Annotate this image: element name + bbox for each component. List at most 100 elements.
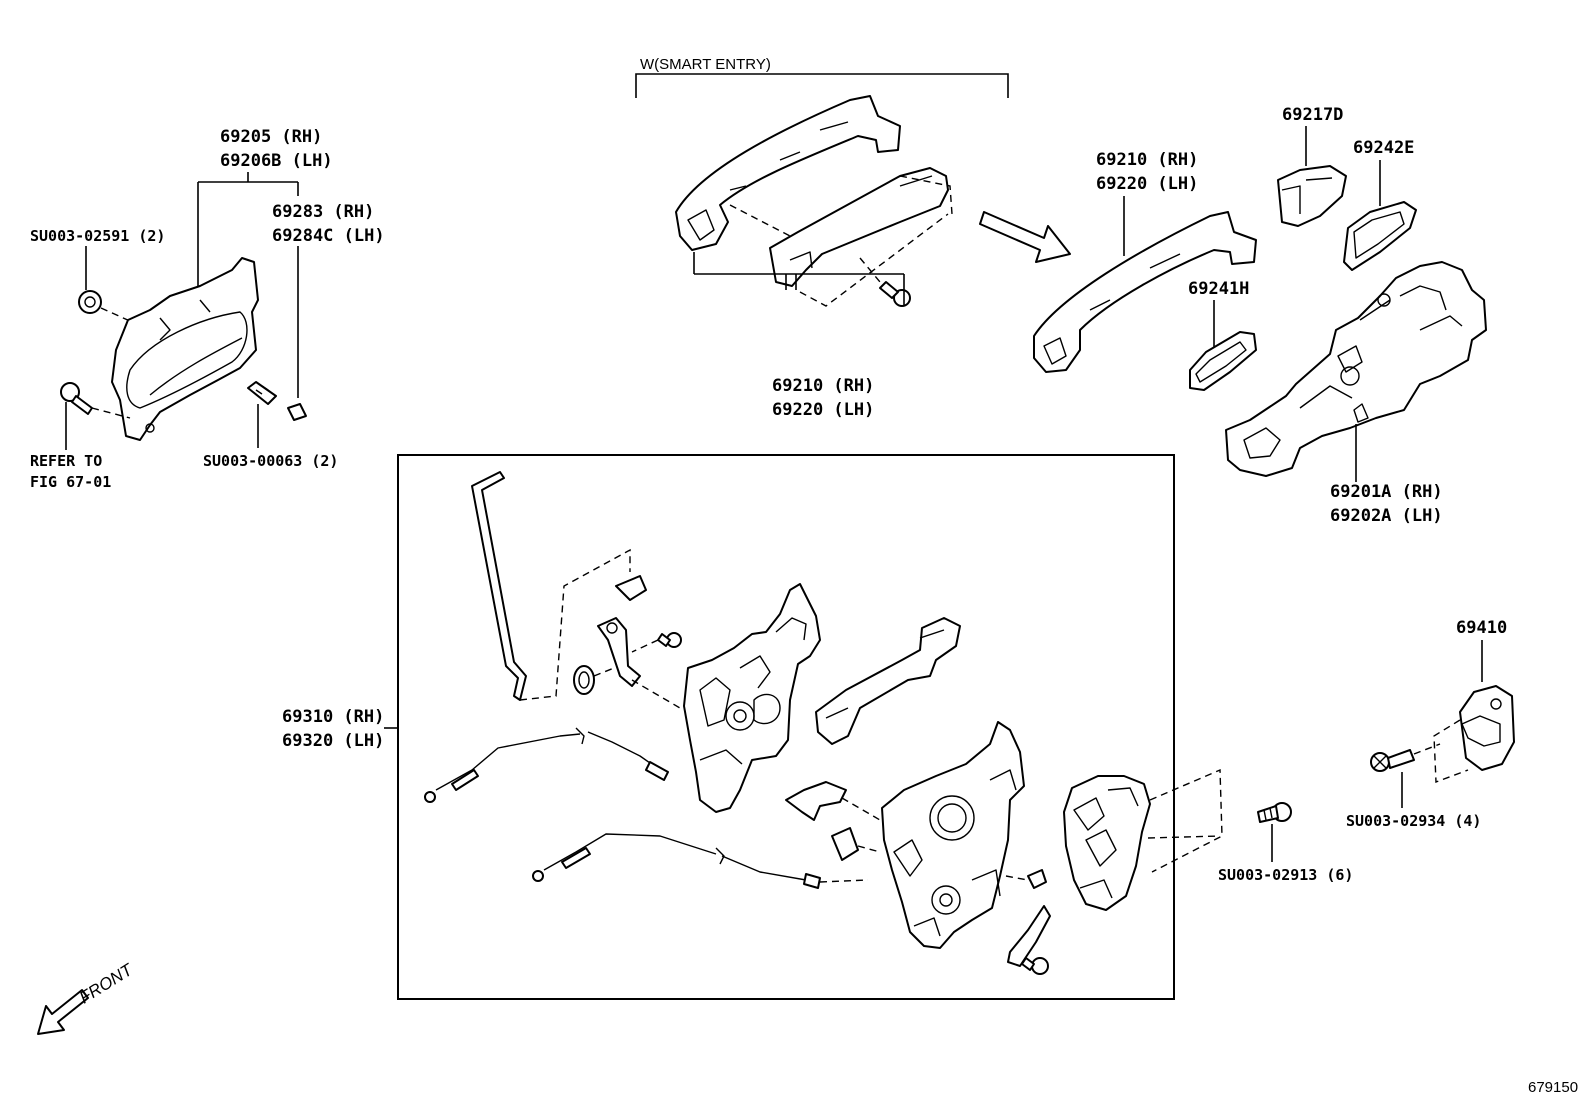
label-69220-right: 69220 (LH) — [1096, 174, 1198, 194]
dash-lever — [841, 797, 881, 821]
label-69283: 69283 (RH) — [272, 202, 374, 222]
label-69220-mid: 69220 (LH) — [772, 400, 874, 420]
screw-su003-00063 — [247, 381, 277, 405]
cable-lower-sleeve — [561, 847, 591, 869]
bracket-smart-entry — [635, 73, 1009, 98]
lock-upper-hole — [725, 701, 755, 731]
front-indicator: FRONT — [37, 959, 137, 1035]
dash-screw-smart — [859, 257, 881, 283]
striker-loop — [1461, 715, 1501, 747]
handle-lever-line — [149, 337, 243, 396]
label-su003-00063: SU003-00063 (2) — [203, 452, 338, 470]
dash-screw-lower-1 — [1005, 875, 1029, 881]
bracket-triangle-part — [831, 827, 859, 861]
label-smart-entry: W(SMART ENTRY) — [640, 56, 771, 73]
lock-lower-hole-2-inner — [939, 893, 953, 907]
rod-bracket-part — [597, 617, 641, 687]
lock-lower-hole-2 — [931, 885, 961, 915]
cap-detail — [1281, 177, 1333, 214]
screw-refer-fig — [60, 382, 93, 415]
handle-smart-detail — [687, 121, 849, 241]
dash-rod — [519, 548, 631, 701]
striker-group: 69410 SU003-02934 (4) — [1346, 618, 1515, 830]
outside-handle-detail — [1043, 253, 1181, 365]
lock-rod-part — [471, 471, 527, 701]
screw-lower-1 — [1027, 869, 1047, 889]
grommet-hole — [84, 296, 96, 308]
cable-upper-break — [575, 727, 585, 745]
frame-hole — [1340, 366, 1360, 386]
label-69284c: 69284C (LH) — [272, 226, 385, 246]
gasket-69242e-part — [1343, 201, 1417, 271]
label-69217d: 69217D — [1282, 105, 1343, 125]
smart-entry-group: W(SMART ENTRY) 69210 (RH) 69220 (LH) — [635, 56, 1009, 420]
label-69241h: 69241H — [1188, 279, 1249, 299]
label-su003-02934: SU003-02934 (4) — [1346, 812, 1481, 830]
label-69210-right: 69210 (RH) — [1096, 150, 1198, 170]
cable-lower-plug — [803, 873, 821, 889]
lock-lower-hole — [929, 795, 975, 841]
figure-number: 679150 — [1528, 1079, 1578, 1096]
dash-cable-lower — [819, 879, 869, 883]
latch-detail — [1073, 787, 1139, 899]
gasket-69241h-part — [1189, 331, 1257, 391]
label-su003-02913: SU003-02913 (6) — [1218, 866, 1353, 884]
lock-upper-hole-inner — [733, 709, 747, 723]
label-69310: 69310 (RH) — [282, 707, 384, 727]
screw-su003-02913 — [1257, 802, 1292, 823]
dash-striker — [1433, 719, 1469, 783]
dash-bracket — [593, 667, 681, 709]
striker-69410-part — [1459, 685, 1515, 771]
cap-69283-part — [287, 403, 307, 421]
lock-lower-part — [881, 721, 1025, 949]
screw-su003-02934 — [1370, 749, 1415, 772]
label-69410: 69410 — [1456, 618, 1507, 638]
lock-assembly-box — [397, 454, 1175, 1000]
label-69206b: 69206B (LH) — [220, 151, 333, 171]
screw-lock-small — [657, 632, 682, 648]
handle-lever-outline — [126, 311, 248, 409]
cap-69217d-part — [1277, 165, 1347, 227]
front-arrow-icon — [37, 989, 89, 1035]
handle-detail — [159, 299, 211, 341]
bracket-hole — [606, 622, 618, 634]
latch-assembly-part — [1063, 775, 1151, 911]
label-69201a: 69201A (RH) — [1330, 482, 1443, 502]
leader-69205 — [197, 172, 299, 290]
label-69210-mid: 69210 (RH) — [772, 376, 874, 396]
lock-upper-detail — [699, 617, 807, 765]
screw-lower-2 — [1021, 957, 1049, 975]
outside-handle-smart-part — [675, 95, 901, 251]
grommet-lock-part — [573, 665, 595, 695]
cable-upper-plug — [645, 761, 669, 781]
frame-detail — [1243, 285, 1463, 459]
link-bar-detail — [825, 629, 945, 719]
dash-grommet — [100, 307, 151, 331]
label-69320: 69320 (LH) — [282, 731, 384, 751]
lock-lower-hole-inner — [937, 803, 967, 833]
screw-smart-entry — [879, 281, 911, 307]
dash-triangle — [857, 845, 881, 853]
label-refer-to: REFER TO — [30, 452, 102, 470]
cable-lower — [543, 833, 807, 881]
label-69242e: 69242E — [1353, 138, 1414, 158]
grommet-part — [78, 290, 102, 314]
dash-smart — [729, 175, 953, 307]
dash-screw — [91, 407, 131, 419]
label-69205: 69205 (RH) — [220, 127, 322, 147]
label-fig-67-01: FIG 67-01 — [30, 473, 111, 491]
label-su003-02591: SU003-02591 (2) — [30, 227, 165, 245]
gasket-69241h-inner — [1195, 341, 1247, 383]
frame-clip — [1353, 403, 1369, 423]
outside-handle-group: 69210 (RH) 69220 (LH) 69217D 69242E 6924… — [1033, 105, 1487, 526]
dash-screw-lock — [631, 639, 659, 653]
grip-detail — [789, 175, 933, 269]
link-bar-part — [815, 617, 961, 745]
cable-upper-end — [424, 791, 436, 803]
inside-handle-part — [111, 257, 259, 441]
lever-small-part — [785, 781, 847, 821]
label-front: FRONT — [76, 959, 137, 1007]
cable-upper-sleeve — [451, 769, 479, 791]
lock-upper-part — [683, 583, 821, 813]
